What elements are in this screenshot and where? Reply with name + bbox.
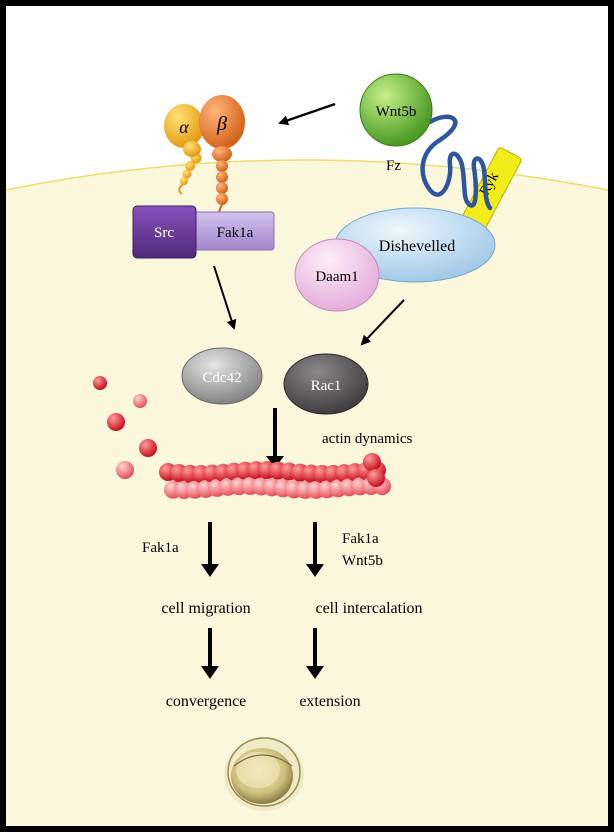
rac1-label: Rac1 bbox=[311, 378, 342, 394]
arrow-right-2-head bbox=[306, 666, 324, 679]
src-node bbox=[132, 205, 197, 259]
arrow-wnt5b-to-integrin bbox=[278, 102, 336, 126]
frizzled-receptor bbox=[420, 114, 493, 211]
left-regulator-label: Fak1a bbox=[142, 540, 179, 556]
actin-subunit bbox=[363, 453, 381, 471]
right-regulator-label-1: Fak1a bbox=[342, 531, 379, 547]
fz-label: Fz bbox=[386, 158, 401, 174]
actin-filament bbox=[159, 453, 391, 499]
src-label: Src bbox=[154, 225, 174, 241]
cell-membrane bbox=[5, 159, 609, 191]
cell-migration-label: cell migration bbox=[161, 600, 250, 617]
rac1-node bbox=[283, 353, 369, 415]
convergence-label: convergence bbox=[166, 693, 247, 710]
cdc42-label: Cdc42 bbox=[202, 370, 241, 386]
beta-label: β bbox=[216, 113, 227, 135]
extension-label: extension bbox=[299, 693, 360, 710]
actin-subunit bbox=[367, 469, 385, 487]
daam1-node bbox=[294, 238, 380, 312]
wnt5b-node bbox=[359, 73, 433, 147]
integrin-beta: β bbox=[199, 95, 245, 221]
arrow-to-actin-head bbox=[266, 456, 284, 468]
arrow-dishevelled-to-rac1 bbox=[360, 299, 405, 346]
wnt5b-label: Wnt5b bbox=[376, 104, 417, 120]
cell-intercalation-label: cell intercalation bbox=[315, 600, 422, 617]
arrow-fak-to-cdc42 bbox=[213, 265, 237, 330]
cdc42-node bbox=[181, 347, 263, 405]
ryk-receptor: Ryk bbox=[460, 147, 522, 233]
arrow-left-2-head bbox=[201, 666, 219, 679]
dishevelled-label: Dishevelled bbox=[379, 238, 455, 255]
right-regulator-label-2: Wnt5b bbox=[342, 553, 383, 569]
alpha-label: α bbox=[179, 117, 189, 137]
arrow-left-1-head bbox=[201, 564, 219, 577]
actin-monomers bbox=[93, 376, 157, 479]
integrin-alpha: α bbox=[164, 104, 204, 195]
actin-dynamics-label: actin dynamics bbox=[322, 431, 413, 447]
arrow-right-1-head bbox=[306, 564, 324, 577]
daam1-label: Daam1 bbox=[315, 269, 358, 285]
fak1a-label: Fak1a bbox=[217, 225, 254, 241]
embryo-image bbox=[224, 737, 304, 811]
